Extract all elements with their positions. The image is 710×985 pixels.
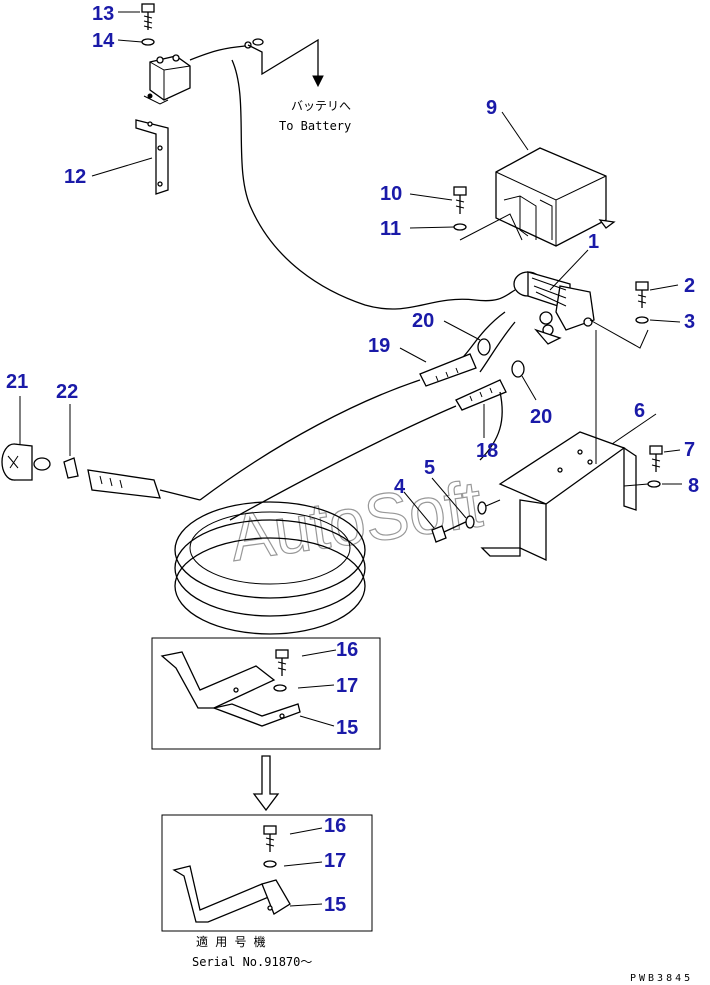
hose-left [87,469,161,499]
callout-14: 14 [92,30,115,52]
battery-note-jp: バッテリへ [291,99,351,113]
hose-19 [419,353,477,387]
callout-8: 8 [688,475,699,497]
callout-1: 1 [588,231,599,253]
callout-22: 22 [56,381,78,403]
callout-21: 21 [6,371,28,393]
battery-note-en: To Battery [279,119,351,133]
callout-13: 13 [92,3,114,25]
callout-18: 18 [476,440,498,462]
leader-lines [19,11,682,529]
coil-reservoir [174,501,366,635]
callout-20b: 20 [530,406,552,428]
bracket-6 [480,431,637,562]
clamp-20a [477,338,491,356]
cover-9 [495,147,616,247]
detail-box-1: 16 17 15 [151,637,381,750]
horn-wire-a [189,45,246,61]
callout-15b: 15 [324,894,346,916]
callout-2: 2 [684,275,695,297]
callout-10: 10 [380,183,402,205]
callout-5: 5 [424,457,435,479]
callout-12: 12 [64,166,86,188]
callout-3: 3 [684,311,695,333]
clamp-22 [63,457,79,479]
callout-labels: 13 14 12 9 10 11 1 2 3 20 19 20 6 7 8 21… [6,3,699,498]
serial-note-en: Serial No.91870〜 [192,955,312,969]
callout-4: 4 [394,476,406,498]
callout-15a: 15 [336,717,358,739]
callout-19: 19 [368,335,390,357]
battery-lead [247,38,319,80]
callout-11: 11 [380,218,401,240]
callout-16a: 16 [336,639,358,661]
callout-17b: 17 [324,850,346,872]
callout-20a: 20 [412,310,434,332]
gauge-21 [1,443,51,481]
down-arrow [252,755,280,812]
horn-assembly [135,3,191,195]
callout-6: 6 [634,400,645,422]
callout-16b: 16 [324,815,346,837]
motor-unit-1 [513,271,595,345]
horn-wire-b [231,59,516,310]
callout-9: 9 [486,97,497,119]
serial-note-jp: 適 用 号 機 [196,934,266,949]
clamp-20b [511,360,525,378]
callout-17a: 17 [336,675,358,697]
callout-7: 7 [684,439,695,461]
detail-box-2: 16 17 15 [161,814,373,932]
drawing-id: PWB3845 [630,973,693,984]
bolt-13-head [141,3,155,13]
